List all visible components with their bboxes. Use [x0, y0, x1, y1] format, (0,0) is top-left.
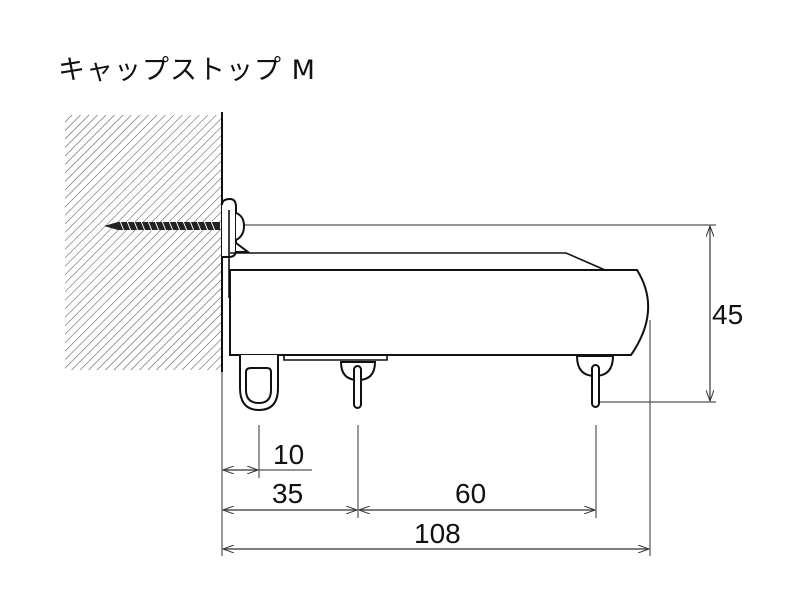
end-stop-runner: [239, 355, 279, 412]
diagram-title: キャップストップ M: [58, 55, 316, 86]
screw-icon: [104, 220, 220, 232]
dimension-lines: [223, 226, 710, 549]
runner-1: [339, 361, 377, 409]
dim-bracket-offset-label: 10: [273, 439, 304, 470]
dim-total-depth-label: 108: [414, 518, 461, 549]
rail-body: [229, 252, 650, 361]
dim-height-label: 45: [712, 299, 743, 330]
runner-2: [575, 355, 615, 408]
extension-lines: [221, 224, 716, 556]
dim-runner-spacing-label: 60: [455, 478, 486, 509]
dim-first-runner-label: 35: [272, 478, 303, 509]
wall: [65, 112, 223, 372]
